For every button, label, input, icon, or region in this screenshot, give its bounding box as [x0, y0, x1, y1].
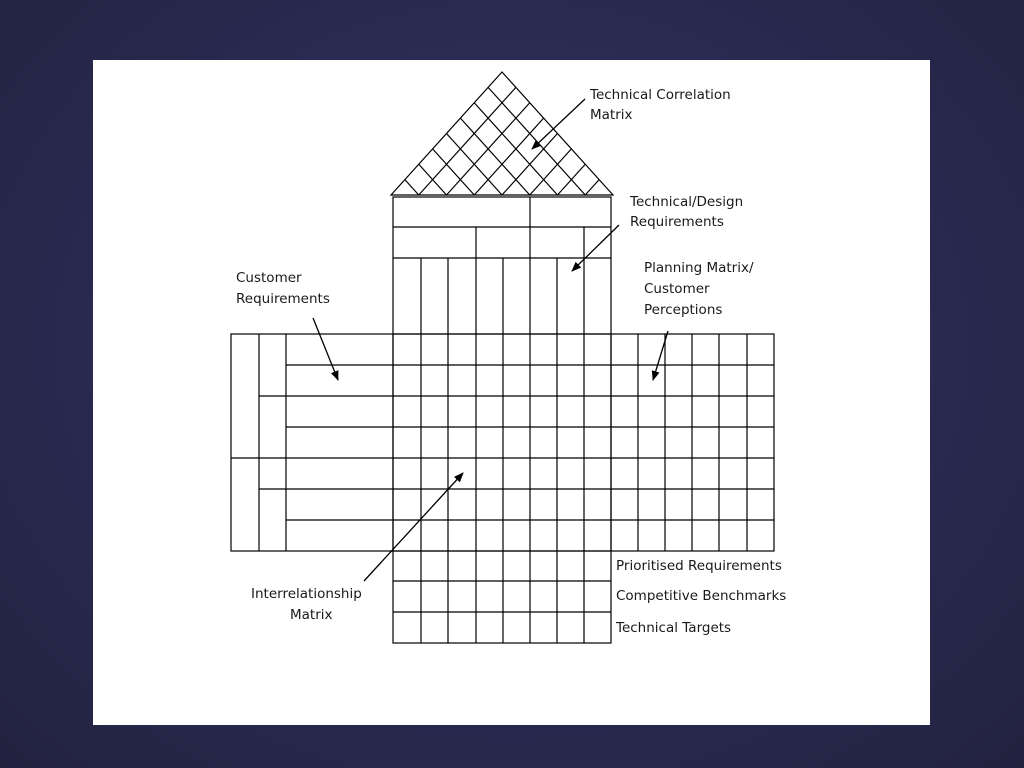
interrelationship-matrix [392, 333, 612, 552]
label-customer-requirements: Customer Requirements [236, 270, 330, 307]
arrow-technical-design [571, 224, 620, 272]
bottom-rows [392, 550, 612, 644]
roof-lattice-line [418, 86, 517, 196]
roof-lattice-line [529, 148, 572, 196]
house-of-quality-diagram: Technical Correlation Matrix Technical/D… [230, 71, 786, 644]
bottom-grid [392, 550, 612, 644]
tech-columns [420, 258, 585, 334]
planning-matrix [610, 333, 775, 552]
main-grid [392, 333, 612, 552]
roof-lattice-line [432, 148, 475, 196]
roof-lattice-line [404, 179, 420, 196]
label-interrelationship: Interrelationship Matrix [251, 586, 366, 623]
label-technical-design: Technical/Design Requirements [629, 194, 747, 230]
slide-canvas: Technical Correlation Matrix Technical/D… [93, 60, 930, 725]
label-technical-correlation: Technical Correlation Matrix [589, 87, 735, 123]
arrow-customer-requirements [312, 317, 339, 381]
roof-lattice-line [584, 179, 600, 196]
arrow-interrelationship [363, 472, 464, 582]
label-prioritised-requirements: Prioritised Requirements [616, 558, 782, 574]
roof-lattice-line [487, 86, 586, 196]
roof-correlation-matrix [389, 71, 615, 196]
roof-lattice [404, 86, 600, 196]
label-competitive-benchmarks: Competitive Benchmarks [616, 588, 786, 604]
label-technical-targets: Technical Targets [615, 620, 731, 636]
main-grid-outline [392, 333, 612, 552]
customer-requirements-block [230, 333, 394, 552]
arrow-planning-matrix [651, 330, 669, 381]
roof-lattice-line [473, 117, 545, 196]
roof-lattice-line [459, 117, 531, 196]
cust-outline [230, 333, 394, 552]
arrow-technical-correlation [531, 98, 586, 150]
label-planning-matrix: Planning Matrix/ Customer Perceptions [644, 260, 758, 318]
planning-grid [610, 333, 775, 552]
customer-rows [286, 364, 393, 521]
bottom-grid-outline [392, 550, 612, 644]
